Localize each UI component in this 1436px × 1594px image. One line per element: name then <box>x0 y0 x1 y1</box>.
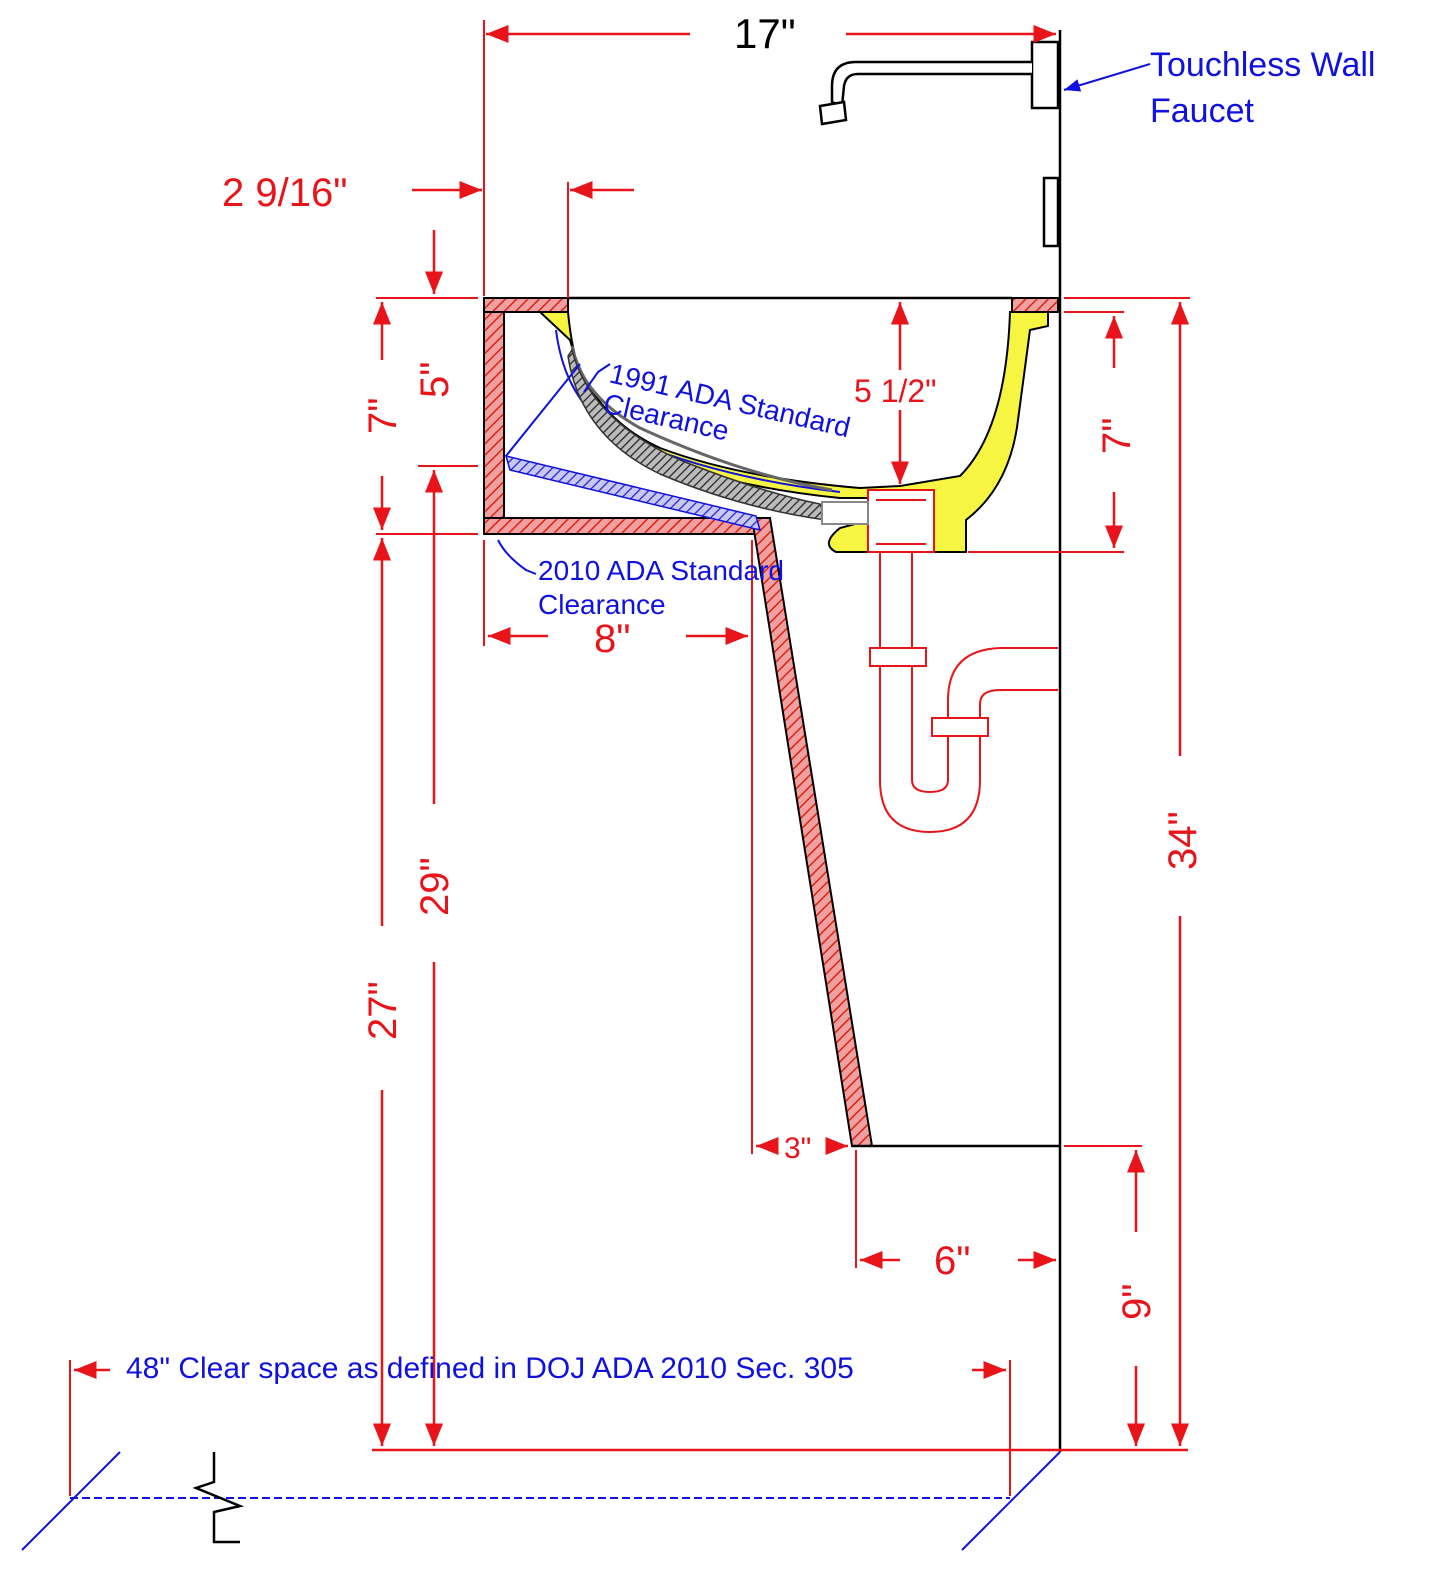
faucet-label-line1: Touchless Wall <box>1150 46 1375 84</box>
annotation-leaders <box>497 63 1151 575</box>
dimension-lines <box>69 20 1190 1496</box>
knee-clearance-height-label: 29" <box>413 857 457 916</box>
bowl-depth-label: 5 1/2" <box>854 373 937 409</box>
rim-height-label: 34" <box>1161 811 1205 870</box>
apron-height-label: 5" <box>413 362 457 398</box>
basin <box>537 311 1049 553</box>
overall-depth-label: 17" <box>734 10 796 57</box>
p-trap-icon <box>869 552 1058 834</box>
break-line-icon <box>21 1451 1061 1551</box>
knee-height-front-label: 7" <box>361 398 405 434</box>
sink-cabinet-section <box>483 296 1060 1148</box>
ada2010-label-line2: Clearance <box>538 589 666 620</box>
ada-2010-clearance-zone <box>504 363 762 532</box>
basin-height-label: 7" <box>1095 418 1139 454</box>
ada2010-label-line1: 2010 ADA Standard <box>538 555 784 586</box>
knee-depth-label: 8" <box>594 617 630 661</box>
clear-space-label: 48" Clear space as defined in DOJ ADA 20… <box>126 1352 854 1385</box>
faucet-icon <box>818 40 1060 248</box>
front-setback-label: 2 9/16" <box>222 171 347 215</box>
toe-clearance-height-label: 27" <box>361 981 405 1040</box>
toe-height-label: 9" <box>1115 1284 1159 1320</box>
toe-offset-label: 3" <box>784 1132 811 1165</box>
toe-depth-label: 6" <box>934 1239 970 1283</box>
faucet-label-line2: Faucet <box>1150 92 1254 130</box>
